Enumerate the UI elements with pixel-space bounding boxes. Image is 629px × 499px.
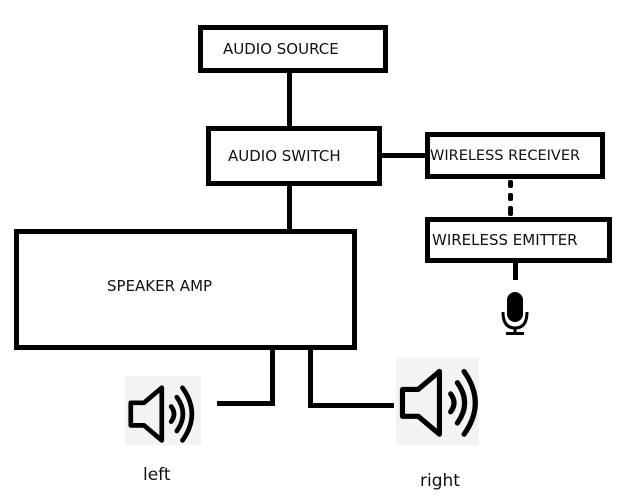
wire-amp-left-horizontal xyxy=(217,401,275,406)
wireless-emitter-label: WIRELESS EMITTER xyxy=(432,231,578,249)
right-speaker-caption: right xyxy=(420,471,460,491)
wireless-link-dash-3 xyxy=(508,206,513,216)
wireless-link-dash-2 xyxy=(508,193,513,201)
wire-emitter-to-mic xyxy=(513,261,518,280)
audio-switch-label: AUDIO SWITCH xyxy=(228,147,341,165)
wire-amp-right-horizontal xyxy=(308,403,394,408)
wireless-emitter-block: WIRELESS EMITTER xyxy=(425,217,612,263)
wireless-receiver-block: WIRELESS RECEIVER xyxy=(425,132,605,179)
wire-switch-to-amp xyxy=(287,184,292,232)
speaker-amp-block: SPEAKER AMP xyxy=(14,229,357,350)
audio-source-block: AUDIO SOURCE xyxy=(198,25,388,73)
wire-source-to-switch xyxy=(287,72,292,128)
audio-source-label: AUDIO SOURCE xyxy=(223,40,339,58)
wire-amp-left-vertical xyxy=(270,347,275,406)
wire-amp-right-vertical xyxy=(308,347,313,408)
speaker-amp-label: SPEAKER AMP xyxy=(107,276,213,295)
wireless-link-dash-1 xyxy=(508,180,513,188)
wireless-receiver-label: WIRELESS RECEIVER xyxy=(430,147,581,164)
left-speaker-caption: left xyxy=(143,465,171,485)
audio-switch-block: AUDIO SWITCH xyxy=(206,126,382,186)
wire-switch-to-receiver xyxy=(380,153,426,158)
